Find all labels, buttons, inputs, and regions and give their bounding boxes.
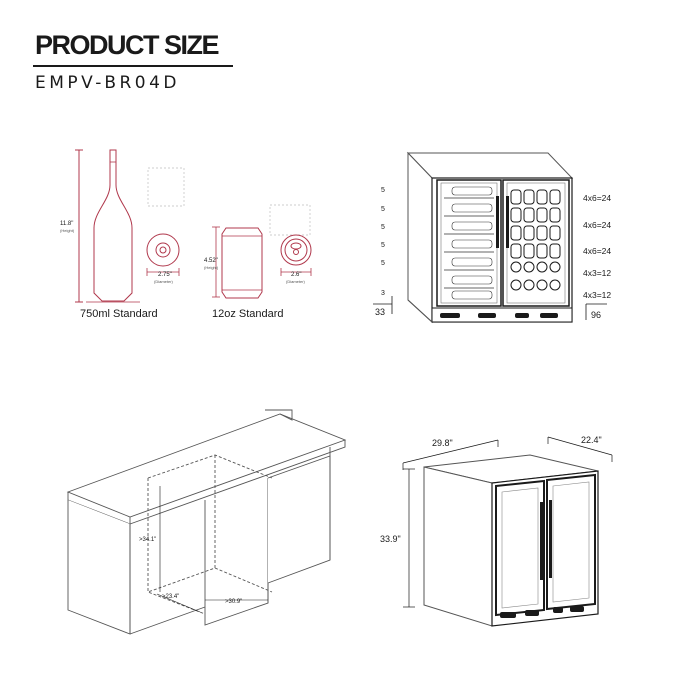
left-row-count: 5: [381, 242, 385, 249]
can-height-text: 4.52": [204, 258, 218, 264]
can-slot: [536, 189, 548, 205]
can-slot: [549, 279, 561, 291]
left-capacity-column: 5 5 5 5 5 3: [381, 187, 385, 297]
bottle-can-panel: 11.8" (Height) 2.75" (Diameter) 750ml St…: [60, 149, 312, 320]
right-row-count: 4x6=24: [583, 246, 611, 256]
cabinet-side-bottom: [407, 299, 433, 323]
unit-right-glass: [552, 481, 590, 603]
can-top-view: [280, 234, 312, 266]
can-slot: [523, 189, 535, 205]
can-slot: [536, 243, 548, 259]
unit-left-glass: [501, 487, 539, 609]
can-slot: [536, 225, 548, 241]
left-total: 33: [375, 307, 385, 317]
can-slot: [536, 261, 548, 273]
bottle-height-note: (Height): [60, 228, 75, 233]
unit-depth-text: 22.4": [581, 435, 602, 445]
can-slot: [523, 243, 535, 259]
can-height-note: (Height): [204, 265, 219, 270]
cutout-opening: [147, 454, 273, 615]
can-slot: [536, 279, 548, 291]
can-diameter-note: (Diameter): [286, 279, 306, 284]
can-slot: [549, 261, 561, 273]
can-slot: [549, 207, 561, 223]
cutout-depth-text: >23.4": [162, 594, 179, 600]
unit-height-dimension: [403, 468, 415, 608]
right-capacity-column: 4x6=24 4x6=24 4x6=24 4x3=12 4x3=12: [583, 193, 611, 300]
left-zone-shelves: [451, 186, 493, 300]
cabinet-base: [431, 307, 573, 323]
model-number: EMPV-BR04D: [35, 73, 181, 93]
right-door-handle: [506, 196, 509, 248]
bottle-diameter-text: 2.75": [158, 272, 172, 278]
left-row-count: 5: [381, 206, 385, 213]
left-row-count: 5: [381, 187, 385, 194]
soda-can-outline: [221, 227, 263, 299]
unit-right-handle: [549, 500, 552, 578]
cabinet-top: [406, 152, 574, 179]
unit-width-text: 29.8": [432, 438, 453, 448]
bottle-diameter-note: (Diameter): [154, 279, 174, 284]
can-slot: [510, 189, 522, 205]
bottle-top-view: [146, 233, 180, 267]
left-row-count: 5: [381, 224, 385, 231]
can-slot: [510, 261, 522, 273]
can-slot: [549, 243, 561, 259]
can-slot: [549, 189, 561, 205]
right-total: 96: [591, 310, 601, 320]
cutout-depth-arrow: [156, 593, 201, 613]
can-diameter-dimension: [280, 268, 312, 276]
left-row-count: 5: [381, 260, 385, 267]
can-slot: [510, 279, 522, 291]
can-height-dimension: [212, 226, 220, 298]
right-row-count: 4x6=24: [583, 193, 611, 203]
backsplash: [265, 409, 293, 421]
page-title: PRODUCT SIZE: [35, 30, 220, 60]
bottle-label: 750ml Standard: [80, 308, 158, 320]
can-label: 12oz Standard: [212, 308, 284, 320]
unit-side-face: [423, 466, 493, 627]
cutout-panel: [66, 409, 347, 635]
countertop-side-edge: [129, 440, 346, 525]
cutout-width-text: >30.9": [225, 599, 242, 605]
bottle-guide-box: [147, 167, 185, 207]
can-slot: [549, 225, 561, 241]
unit-base-grille: [500, 606, 584, 618]
cutout-height-text: >34.1": [139, 537, 156, 543]
unit-left-handle: [540, 502, 543, 580]
unit-height-text: 33.9": [380, 534, 401, 544]
left-row-count: 3: [381, 290, 385, 297]
can-slot: [523, 225, 535, 241]
right-row-count: 4x3=12: [583, 268, 611, 278]
unit-dimensions-panel: 29.8" 22.4" 33.9": [380, 435, 613, 627]
can-guide-box: [269, 204, 311, 236]
can-diameter-text: 2.6": [291, 272, 301, 278]
bottle-diameter-dimension: [146, 268, 180, 276]
right-zone-can-grid: [510, 189, 561, 291]
right-cabinet-side: [267, 455, 331, 584]
cabinet-side: [407, 151, 433, 324]
can-slot: [510, 225, 522, 241]
left-door-handle: [496, 196, 499, 248]
can-slot: [510, 207, 522, 223]
can-slot: [523, 207, 535, 223]
bottle-height-dimension: [75, 149, 83, 303]
bottle-height-text: 11.8": [60, 221, 73, 227]
right-row-count: 4x3=12: [583, 290, 611, 300]
right-row-count: 4x6=24: [583, 220, 611, 230]
wine-bottle-outline: [93, 149, 133, 302]
base-vent-grille: [440, 313, 558, 318]
capacity-panel: 5 5 5 5 5 3 33: [373, 151, 611, 324]
can-slot: [510, 243, 522, 259]
title-underline: [33, 65, 233, 67]
can-slot: [536, 207, 548, 223]
can-slot: [523, 261, 535, 273]
can-slot: [523, 279, 535, 291]
cabinet-floor-line: [129, 606, 206, 635]
unit-depth-dimension: [547, 436, 613, 462]
